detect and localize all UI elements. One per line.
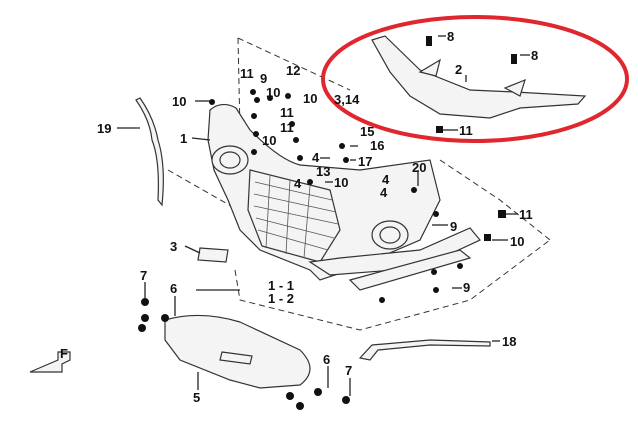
callout-4-a: 4	[312, 150, 320, 165]
callout-18: 18	[502, 334, 516, 349]
callout-1-2: 1 - 2	[268, 291, 294, 306]
callout-2: 2	[455, 62, 462, 77]
callout-6-left: 6	[170, 281, 177, 296]
callout-3-14: 3,14	[334, 92, 360, 107]
callout-4-b: 4	[294, 176, 302, 191]
trim-clip-right	[503, 78, 526, 97]
leader-lines	[117, 35, 530, 396]
callout-5: 5	[193, 390, 200, 405]
upper-grille-trim	[371, 35, 587, 119]
callout-8-right: 8	[531, 48, 538, 63]
callout-19: 19	[97, 121, 111, 136]
skid-plate	[164, 314, 311, 389]
lower-lip	[308, 227, 481, 276]
callout-11-d: 11	[280, 120, 294, 135]
callout-7-right: 7	[345, 363, 352, 378]
callout-13: 13	[316, 164, 330, 179]
frame-line	[439, 159, 551, 241]
skid-plate-slot	[219, 351, 253, 365]
callout-12: 12	[286, 63, 300, 78]
callout-3: 3	[170, 239, 177, 254]
fasteners	[138, 36, 517, 410]
callout-1: 1	[180, 131, 187, 146]
callout-10-e: 10	[334, 175, 348, 190]
callout-17: 17	[358, 154, 372, 169]
emblem	[197, 247, 229, 263]
callout-10-b: 10	[266, 85, 280, 100]
front-marker-letter: F	[60, 346, 68, 361]
callout-10-f: 10	[510, 234, 524, 249]
callout-labels: 8 8 2 11 19 10 1 11 9 10 12 10 3,14 11 1…	[97, 29, 538, 405]
callout-4-d: 4	[380, 185, 388, 200]
lower-spoiler	[348, 249, 472, 291]
right-fog-lamp-inner	[379, 226, 401, 244]
frame-line	[167, 169, 239, 211]
callout-11-highlight: 11	[459, 123, 473, 138]
callout-1-1: 1 - 1	[268, 278, 294, 293]
callout-15: 15	[360, 124, 374, 139]
callout-9-top: 9	[260, 71, 267, 86]
callout-9-right: 9	[450, 219, 457, 234]
highlight-ellipse	[321, 15, 629, 143]
callout-6-right: 6	[323, 352, 330, 367]
lower-trim-strip	[358, 339, 491, 361]
callout-9-lower: 9	[463, 280, 470, 295]
callout-10-a: 10	[172, 94, 186, 109]
callout-10-d: 10	[262, 133, 276, 148]
callout-11-b: 11	[240, 66, 254, 81]
callout-7-left: 7	[140, 268, 147, 283]
callout-8-top: 8	[447, 29, 454, 44]
front-direction-marker: F	[29, 346, 71, 373]
trim-clip-left	[418, 58, 441, 77]
callout-10-c: 10	[303, 91, 317, 106]
callout-11-c: 11	[280, 105, 294, 120]
frame-line	[237, 37, 241, 131]
side-trim-strip	[135, 97, 164, 207]
callout-4-c: 4	[382, 172, 390, 187]
frame-line	[237, 37, 351, 91]
callout-11-right: 11	[519, 207, 533, 222]
callout-16: 16	[370, 138, 384, 153]
callout-20: 20	[412, 160, 426, 175]
left-fog-lamp-inner	[219, 151, 241, 169]
grille-mesh-lines	[253, 175, 339, 259]
